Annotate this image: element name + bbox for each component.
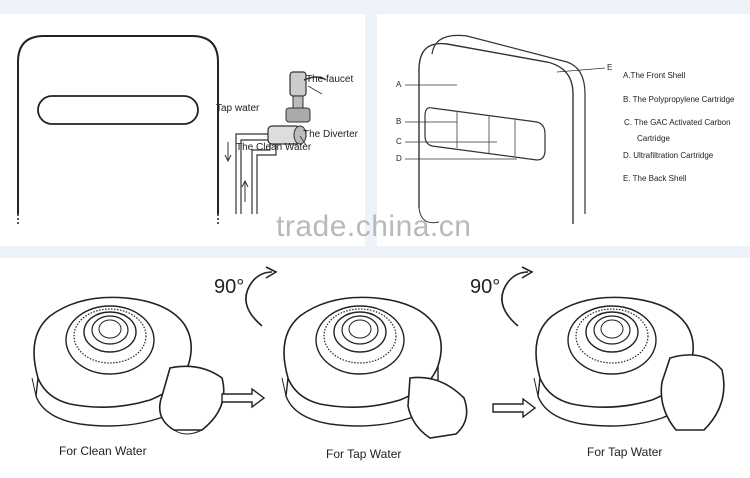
diverter-clean-water	[31, 296, 225, 435]
clean-water-pipe-inner	[256, 142, 277, 214]
faucet-nut	[285, 107, 311, 123]
rotation-drawing	[31, 266, 725, 439]
tap-water-label: Tap water	[216, 103, 260, 114]
clean-water-pipe-outer	[251, 142, 271, 214]
watermark: trade.china.cn	[276, 210, 472, 243]
legend-a: A.The Front Shell	[623, 71, 686, 80]
caption-tap-water-1: For Tap Water	[326, 447, 402, 461]
faucet-handle	[303, 76, 327, 81]
caption-tap-water-2: For Tap Water	[587, 445, 663, 459]
faucet-head	[289, 71, 307, 97]
rotation-arrow-2-head	[521, 266, 534, 279]
diverter-leader	[299, 135, 307, 146]
cartridge-window	[424, 107, 546, 161]
legend-d: D. Ultrafiltration Cartridge	[623, 151, 714, 160]
components-panel: A B C D E A.The Front Shell B. The Polyp…	[377, 14, 750, 246]
transition-arrow-1	[221, 387, 266, 409]
callout-e: E	[607, 63, 613, 72]
diverter-knob	[293, 125, 307, 145]
rotation-arrow-2	[501, 271, 529, 327]
rotation-label-2: 90°	[470, 276, 501, 298]
rotation-label-1: 90°	[214, 276, 245, 298]
up-arrow	[241, 179, 249, 202]
purifier-body-cut	[17, 214, 219, 224]
legend-c-cont: Cartridge	[637, 134, 670, 143]
rotation-arrow-1	[245, 271, 273, 327]
down-arrow	[224, 142, 232, 163]
callout-c: C	[396, 137, 402, 146]
diverter-label: The Diverter	[303, 129, 359, 140]
clean-water-label: The Clean Water	[236, 142, 312, 153]
caption-clean-water: For Clean Water	[59, 444, 147, 458]
callout-d: D	[396, 154, 402, 163]
callout-b: B	[396, 117, 402, 126]
diverter-rotation-panel: 90° 90° For Clean Water For Tap Water Fo…	[0, 258, 750, 478]
tap-water-pipe-outer	[235, 133, 268, 214]
front-shell	[418, 42, 574, 224]
rotation-arrow-1-head	[265, 266, 278, 279]
installation-panel: The faucet Tap water The Diverter The Cl…	[0, 14, 365, 246]
faucet-neck	[292, 95, 304, 109]
diverter-tap-water-1	[281, 296, 468, 439]
diverter-tap-water-2	[533, 296, 725, 431]
legend-c: C. The GAC Activated Carbon	[624, 118, 731, 127]
transition-arrow-2	[492, 397, 537, 419]
purifier-body	[17, 35, 219, 214]
callout-a: A	[396, 80, 402, 89]
display-window	[37, 95, 199, 125]
faucet-leader	[307, 85, 323, 95]
faucet-label: The faucet	[306, 74, 354, 85]
legend-b: B. The Polypropylene Cartridge	[623, 95, 735, 104]
front-shell-base	[418, 207, 440, 224]
legend-e: E. The Back Shell	[623, 174, 687, 183]
tap-water-pipe-inner	[240, 139, 268, 214]
back-shell	[431, 34, 586, 214]
callout-line-e	[556, 67, 606, 73]
components-drawing	[405, 34, 606, 224]
installation-drawing	[17, 35, 327, 224]
